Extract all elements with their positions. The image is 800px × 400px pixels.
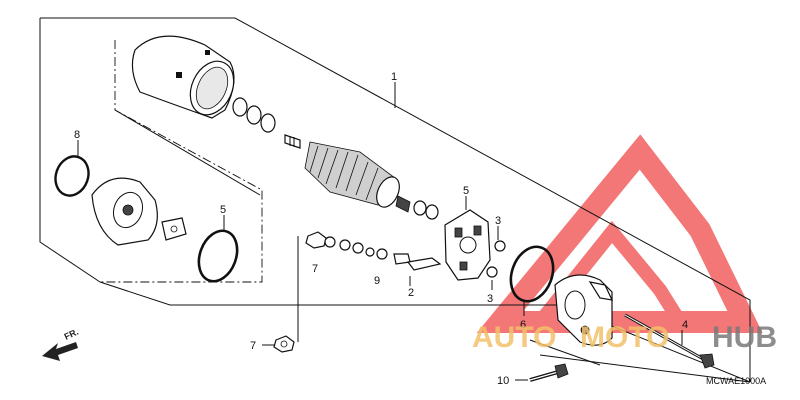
long-bolt [624,313,715,369]
callout-8: 8 [74,129,80,141]
callout-5-left: 5 [220,204,226,216]
watermark-word-2: MOTO [580,321,669,354]
callout-3-upper: 3 [495,215,501,227]
terminal-nut [273,335,295,353]
callout-7-lower: 7 [250,340,256,352]
o-ring-rear [509,245,555,303]
front-direction-indicator: FR. [42,327,80,361]
mounting-bolt [529,363,569,382]
callout-9: 9 [374,275,380,287]
o-ring-front [54,155,90,197]
callout-7-upper: 7 [312,263,318,275]
leader-lines [77,140,683,381]
front-cover [91,177,158,246]
seal-plate [161,217,187,241]
washer-set [232,97,276,133]
brush-holder [444,209,491,281]
watermark-word-3: HUB [712,321,777,354]
diagram-code: MCWAE1000A [706,376,766,386]
callout-5-right: 5 [463,185,469,197]
o-ring-middle [197,229,239,283]
direction-label: FR. [63,327,80,342]
watermark-text: AUTO MOTO HUB [472,321,777,354]
watermark-word-1: AUTO [472,321,556,354]
starter-yoke [131,35,235,119]
thrust-washers [413,200,439,220]
callout-2: 2 [408,287,414,299]
assembly-outline [39,17,751,383]
callout-6: 6 [520,319,526,331]
callout-4: 4 [682,319,688,331]
arrow-icon [42,342,78,361]
rear-cover [554,274,614,346]
brush-springs [486,240,506,278]
callout-1: 1 [391,71,397,83]
watermark-logo [476,134,763,333]
callout-10: 10 [497,375,509,387]
callout-numbers: 1 2 3 3 4 5 5 6 7 7 8 9 10 [74,71,688,387]
armature [284,134,411,213]
terminal-hardware [305,231,442,271]
callout-3-lower: 3 [487,293,493,305]
